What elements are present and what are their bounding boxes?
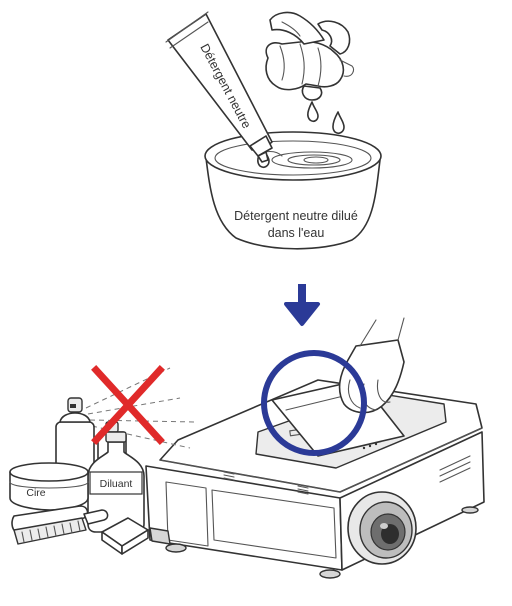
wax-label: Cire [26, 487, 45, 499]
bowl-label-line2: dans l'eau [268, 226, 325, 240]
bowl-label-line1: Détergent neutre dilué [234, 209, 358, 223]
arrow-down-icon [286, 284, 318, 324]
projector-lens [348, 492, 416, 564]
projector-scene: Diluant Cire [10, 318, 484, 578]
thinner-label: Diluant [100, 478, 133, 490]
hand-squeezing-cloth [266, 13, 354, 100]
detergent-tube: Détergent neutre [166, 12, 272, 162]
prohibited-cross-icon [96, 370, 160, 440]
wax-can: Cire [10, 463, 88, 510]
bowl-scene: Détergent neutre dilué dans l'eau Déterg… [166, 12, 381, 249]
washing-bowl: Détergent neutre dilué dans l'eau [205, 132, 381, 249]
